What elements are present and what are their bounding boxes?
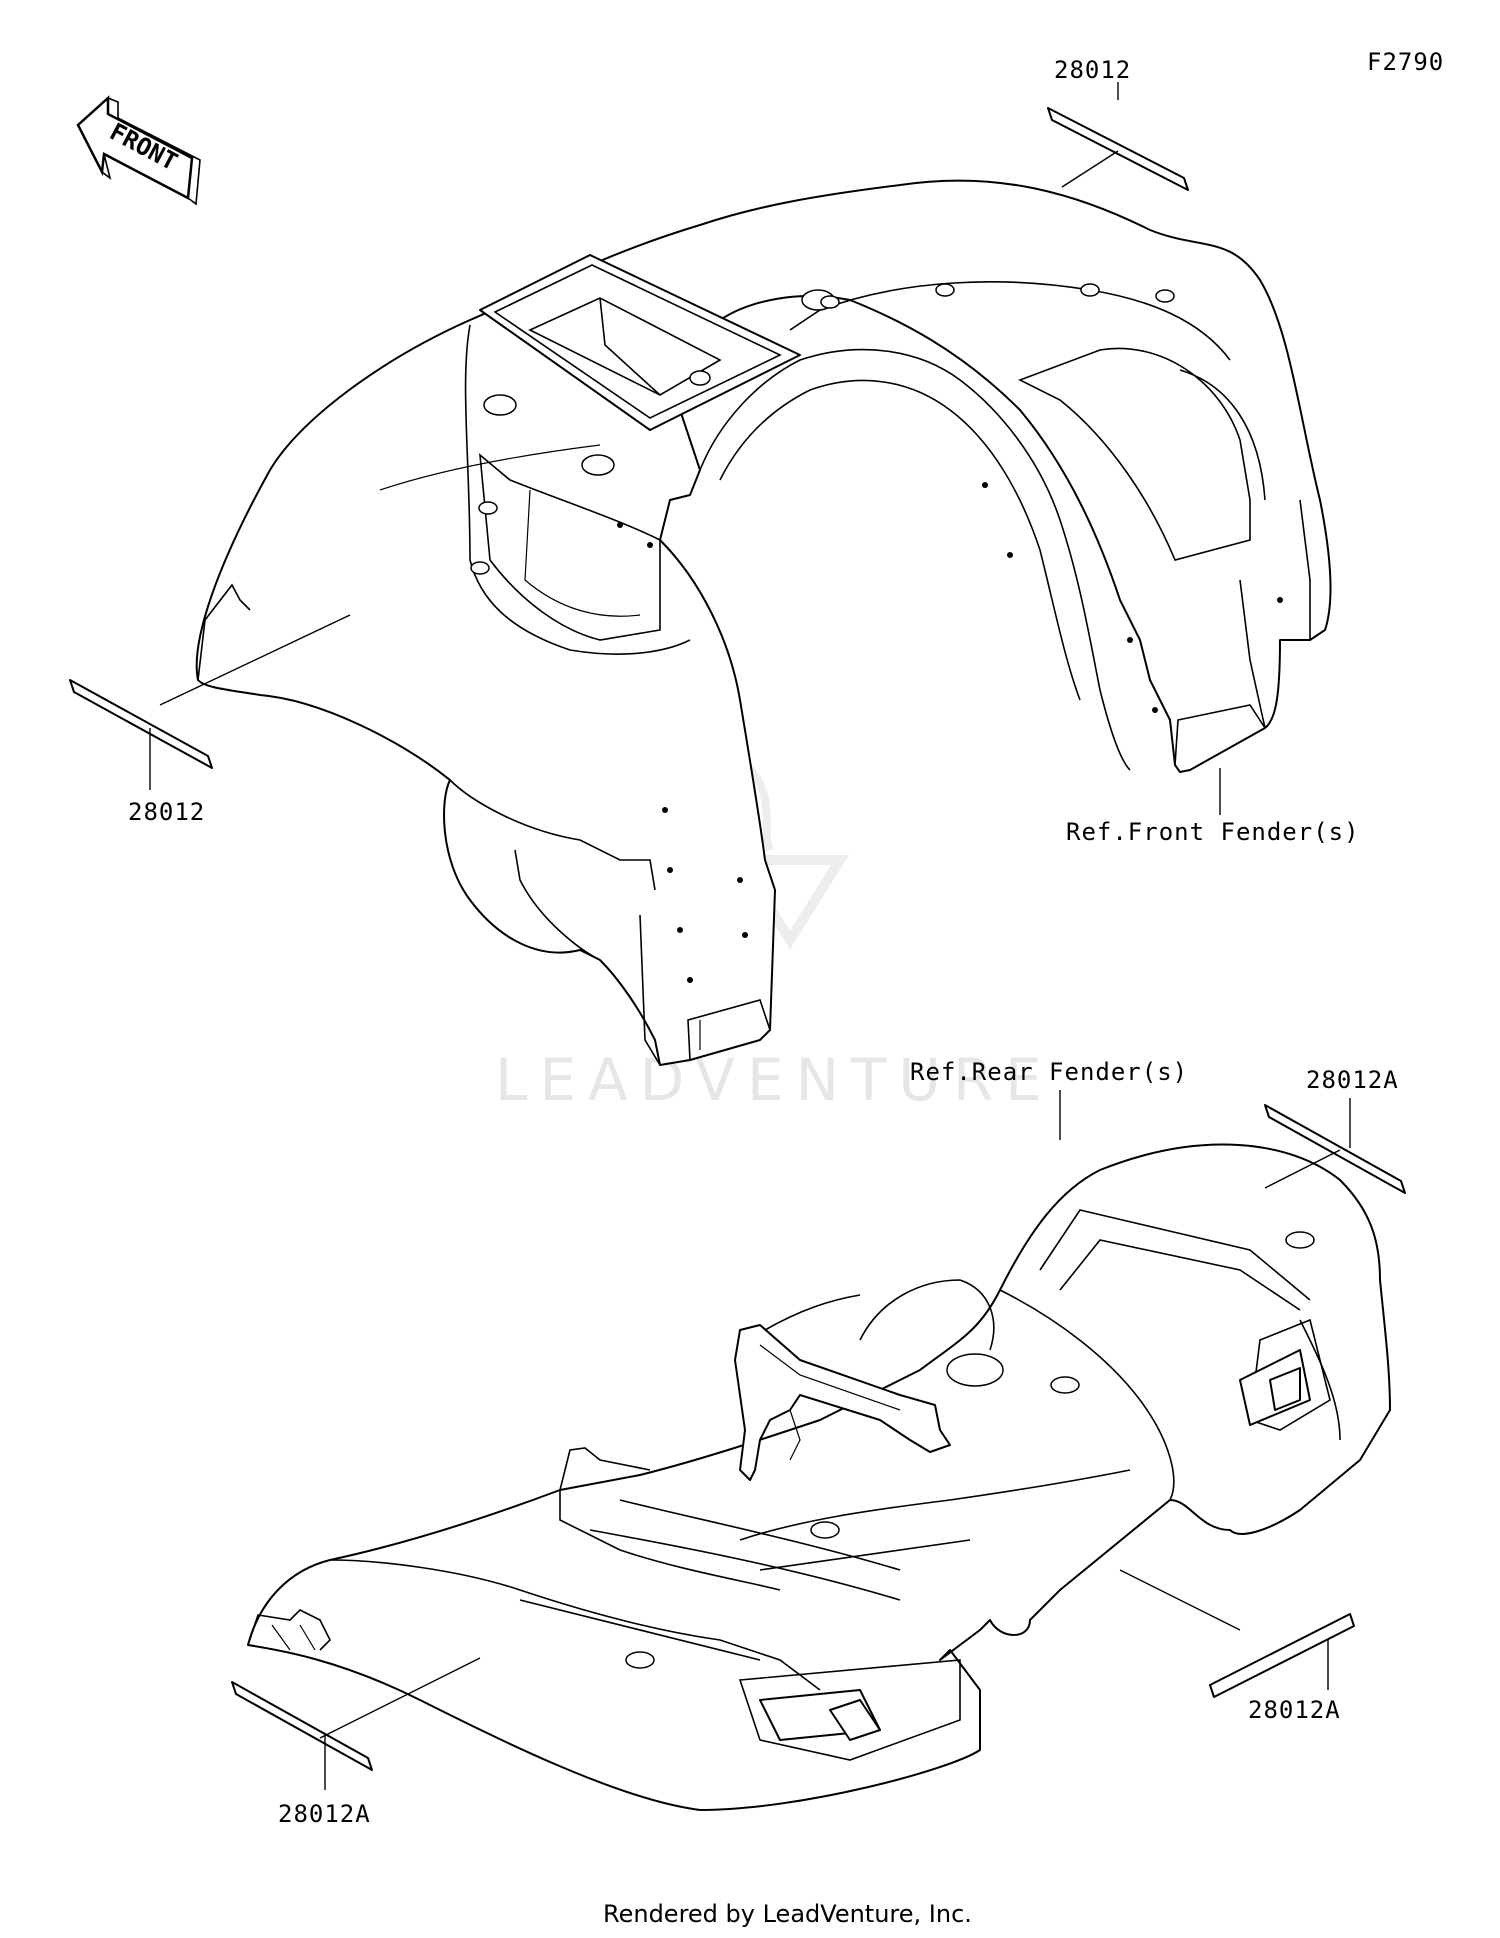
- front-fender-hole: [689, 370, 711, 386]
- front-fender-hole: [1155, 289, 1175, 303]
- front-fender-hole: [1080, 283, 1100, 297]
- rear-fender-drawing: [247, 1143, 1391, 1811]
- ref-rear-fender: Ref.Rear Fender(s): [910, 1058, 1188, 1086]
- rear-fender-hole: [946, 1353, 1004, 1387]
- rear-fender-hole: [1050, 1376, 1080, 1394]
- front-fender-hole: [581, 454, 615, 476]
- decal-strip: [1264, 1104, 1406, 1194]
- front-fender-body: [195, 179, 1332, 1066]
- decal-rear-right: 28012A: [1119, 1569, 1355, 1724]
- front-fender-drawing: [195, 179, 1332, 1066]
- rear-fender-callout: Ref.Rear Fender(s): [910, 1058, 1188, 1140]
- front-fender-hole: [935, 283, 955, 297]
- front-fender-hole: [470, 561, 490, 575]
- rear-fender-seat-mount: [734, 1324, 951, 1481]
- decal-front-top: 28012: [1047, 56, 1189, 191]
- front-fender-storage-box: [479, 254, 801, 431]
- decal-front-left: 28012: [69, 614, 351, 826]
- callout-28012A-left: 28012A: [278, 1800, 371, 1828]
- rear-fender-hole: [1285, 1231, 1315, 1249]
- decal-rear-top-right: 28012A: [1264, 1066, 1406, 1194]
- rear-fender-hole: [810, 1521, 840, 1539]
- callout-28012A-right: 28012A: [1248, 1696, 1341, 1724]
- ref-front-fender: Ref.Front Fender(s): [1066, 818, 1360, 846]
- front-fender-callout: Ref.Front Fender(s): [1066, 768, 1360, 846]
- footer-credit: Rendered by LeadVenture, Inc.: [603, 1900, 972, 1928]
- callout-28012A-top-right: 28012A: [1306, 1066, 1399, 1094]
- rear-fender-hole: [625, 1651, 655, 1669]
- decal-strip: [1209, 1613, 1355, 1698]
- callout-28012-left: 28012: [128, 798, 205, 826]
- front-fender-hole: [478, 501, 498, 515]
- front-fender-hole: [820, 295, 840, 309]
- rear-fender-body: [247, 1143, 1391, 1811]
- front-arrow-icon: [76, 95, 194, 200]
- decal-strip: [1047, 107, 1189, 191]
- decal-strip: [231, 1681, 373, 1771]
- watermark-text: LEADVENTURE: [495, 1046, 1054, 1114]
- decal-strip: [69, 679, 213, 769]
- rear-fender-reflector: [829, 1699, 881, 1741]
- rear-fender-reflector: [1269, 1367, 1301, 1411]
- figure-code: F2790: [1367, 48, 1444, 76]
- front-fender-hole: [483, 394, 517, 416]
- decal-rear-left: 28012A: [231, 1657, 481, 1828]
- front-direction-arrow: FRONT: [76, 95, 201, 206]
- callout-28012-top: 28012: [1054, 56, 1131, 84]
